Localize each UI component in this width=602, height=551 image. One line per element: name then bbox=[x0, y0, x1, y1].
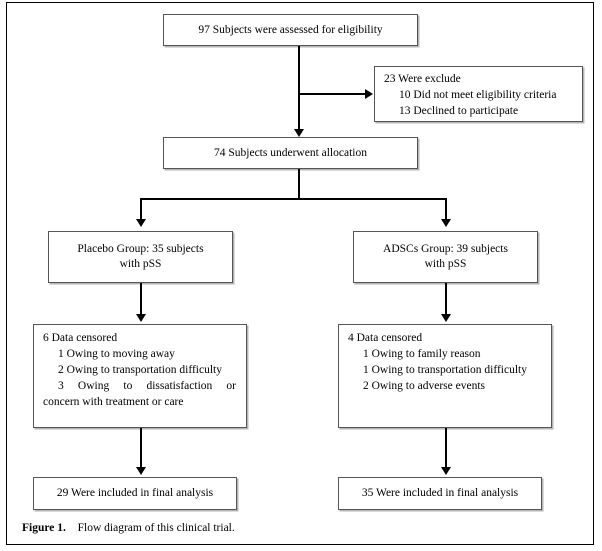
node-adscs-censored-item-1: 1 Owing to family reason bbox=[363, 348, 481, 360]
connector-split-left bbox=[140, 198, 142, 221]
node-excluded-title: 23 Were exclude bbox=[384, 73, 461, 85]
node-adscs-censored: 4 Data censored 1 Owing to family reason… bbox=[338, 324, 552, 428]
arrow-placebo-to-final bbox=[136, 467, 146, 475]
node-allocation-label: 74 Subjects underwent allocation bbox=[214, 146, 367, 159]
arrow-to-adscs-group bbox=[441, 219, 451, 227]
node-placebo-censored-item-3-line2: concern with treatment or care bbox=[43, 396, 184, 408]
arrow-to-excluded bbox=[365, 89, 373, 99]
node-adscs-group-line1: ADSCs Group: 39 subjects bbox=[383, 243, 508, 255]
connector-adscs-to-final bbox=[445, 428, 447, 470]
arrow-adscs-to-censored bbox=[441, 314, 451, 322]
node-excluded-item-1: 10 Did not meet eligibility criteria bbox=[399, 89, 557, 101]
connector-split-right bbox=[445, 198, 447, 221]
arrow-to-placebo-group bbox=[136, 219, 146, 227]
node-adscs-group-line2: with pSS bbox=[424, 258, 467, 270]
node-adscs-final: 35 Were included in final analysis bbox=[338, 477, 542, 510]
connector-split-horizontal bbox=[140, 198, 446, 200]
figure-caption-text: Flow diagram of this clinical trial. bbox=[77, 522, 235, 534]
node-excluded: 23 Were exclude 10 Did not meet eligibil… bbox=[374, 66, 583, 122]
node-adscs-censored-item-2: 1 Owing to transportation difficulty bbox=[363, 364, 527, 376]
node-placebo-censored-item-1: 1 Owing to moving away bbox=[58, 348, 175, 360]
node-adscs-censored-title: 4 Data censored bbox=[348, 332, 423, 344]
node-placebo-censored-item-2: 2 Owing to transportation difficulty bbox=[58, 364, 222, 376]
figure-caption-label: Figure 1. bbox=[22, 522, 66, 534]
figure-caption: Figure 1. Flow diagram of this clinical … bbox=[22, 521, 235, 535]
node-enrollment-label: 97 Subjects were assessed for eligibilit… bbox=[198, 23, 383, 36]
node-placebo-censored-item-3-line1: 3 Owing to dissatisfaction or bbox=[58, 380, 236, 392]
node-placebo-final: 29 Were included in final analysis bbox=[33, 477, 237, 510]
node-placebo-final-label: 29 Were included in final analysis bbox=[56, 487, 214, 499]
node-placebo-group-line1: Placebo Group: 35 subjects bbox=[77, 243, 204, 255]
node-placebo-group-line2: with pSS bbox=[119, 258, 162, 270]
node-excluded-item-2: 13 Declined to participate bbox=[399, 105, 519, 117]
connector-excluded-branch bbox=[298, 93, 366, 95]
node-placebo-censored: 6 Data censored 1 Owing to moving away 2… bbox=[33, 324, 247, 428]
node-allocation: 74 Subjects underwent allocation bbox=[163, 137, 418, 169]
connector-adscs-to-censored bbox=[445, 283, 447, 317]
page-border bbox=[6, 2, 594, 545]
node-enrollment: 97 Subjects were assessed for eligibilit… bbox=[163, 14, 418, 46]
node-placebo-group: Placebo Group: 35 subjects with pSS bbox=[48, 231, 233, 283]
node-adscs-censored-item-3: 2 Owing to adverse events bbox=[363, 380, 485, 392]
node-adscs-group: ADSCs Group: 39 subjects with pSS bbox=[353, 231, 538, 283]
arrow-placebo-to-censored bbox=[136, 314, 146, 322]
node-adscs-final-label: 35 Were included in final analysis bbox=[361, 487, 519, 499]
arrow-adscs-to-final bbox=[441, 467, 451, 475]
arrow-enrollment-to-allocation bbox=[294, 129, 304, 137]
connector-placebo-to-final bbox=[140, 428, 142, 470]
node-placebo-censored-title: 6 Data censored bbox=[43, 332, 118, 344]
connector-placebo-to-censored bbox=[140, 283, 142, 317]
connector-enrollment-stem bbox=[298, 46, 300, 134]
connector-allocation-stem bbox=[298, 169, 300, 199]
